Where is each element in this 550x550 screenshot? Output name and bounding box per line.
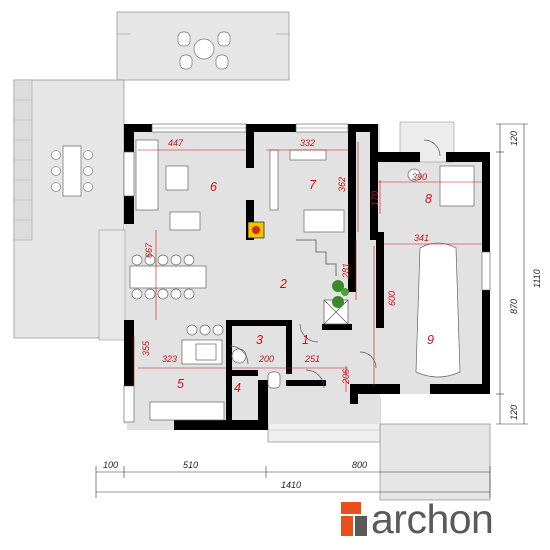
dim-bottom-3: 800: [352, 460, 367, 470]
dim-right-total: 1110: [532, 269, 542, 288]
dim-room7-depth: 362: [337, 177, 347, 192]
dim-bottom-2: 510: [183, 460, 198, 470]
dim-vestibule-depth: 206: [341, 369, 351, 385]
walls: [124, 124, 490, 430]
dim-garage-width: 341: [414, 233, 429, 243]
terrace-top-furniture: [177, 31, 231, 70]
room-label-8: 8: [425, 192, 432, 206]
room-label-2: 2: [279, 277, 287, 291]
room-label-7: 7: [309, 178, 317, 192]
dim-dining-depth: 667: [144, 242, 154, 258]
dim-hall-depth: 281: [341, 263, 351, 279]
terrace-dining-set: [51, 145, 93, 197]
dim-bottom-1: 100: [103, 460, 118, 470]
room-label-4: 4: [234, 381, 241, 395]
dim-room7-width: 332: [300, 138, 315, 148]
dim-kitchen-width: 323: [162, 354, 177, 364]
doors: [229, 139, 441, 389]
dim-right-middle: 870: [509, 299, 519, 314]
room-label-5: 5: [177, 377, 184, 391]
dim-right-bottom: 120: [509, 405, 519, 420]
room-label-9: 9: [427, 333, 434, 347]
dim-living-width: 447: [168, 138, 184, 148]
archon-logo-mark-icon: [341, 502, 367, 536]
room-label-3: 3: [256, 333, 263, 347]
plants: [332, 280, 349, 308]
dim-room8-depth: 170: [370, 191, 380, 206]
inner-dimension-lines: [133, 142, 482, 392]
dim-room3-width: 200: [258, 354, 274, 364]
fireplace: [247, 221, 265, 239]
room-label-1: 1: [302, 333, 309, 347]
archon-wordmark: archon: [371, 496, 494, 542]
dim-bottom-total: 1410: [281, 480, 301, 490]
outer-dimension-lines: [95, 123, 528, 498]
furniture: [129, 139, 475, 421]
archon-logo: archon: [341, 496, 531, 542]
dim-garage-depth: 600: [387, 291, 397, 306]
dim-kitchen-depth: 355: [141, 340, 151, 356]
windows: [123, 123, 491, 423]
dim-room8-width: 390: [412, 172, 427, 182]
dim-room1-width: 251: [304, 354, 320, 364]
room-label-6: 6: [210, 180, 217, 194]
dim-right-top: 120: [509, 131, 519, 146]
